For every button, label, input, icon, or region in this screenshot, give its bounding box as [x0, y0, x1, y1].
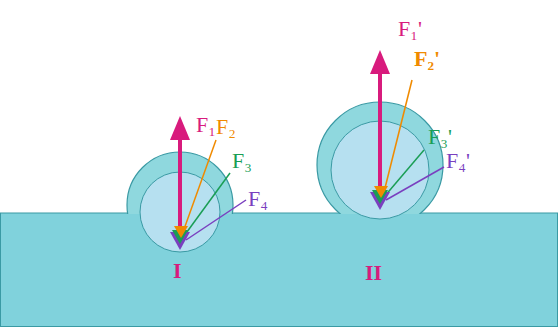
- force-arrow: [378, 72, 382, 200]
- arrowhead: [170, 116, 190, 140]
- bubble-label: I: [173, 260, 182, 282]
- force-arrow: [178, 138, 182, 240]
- force-label: F₁': [398, 18, 422, 40]
- force-label: F₃': [428, 126, 452, 148]
- force-label: F₂: [216, 116, 236, 138]
- force-label: F₄': [446, 150, 470, 172]
- arrowhead: [370, 50, 390, 74]
- liquid: [1, 213, 558, 327]
- bubble-label: II: [365, 262, 382, 284]
- arrowhead: [174, 226, 188, 238]
- force-label: F₁: [196, 114, 216, 136]
- force-arrow: [383, 80, 412, 196]
- force-label: F₄: [248, 188, 268, 210]
- force-label: F₃: [232, 150, 252, 172]
- force-arrow: [386, 167, 444, 200]
- force-arrow: [186, 200, 246, 240]
- force-arrow: [183, 140, 216, 232]
- arrowhead: [374, 186, 388, 198]
- force-label: F₂': [414, 48, 440, 70]
